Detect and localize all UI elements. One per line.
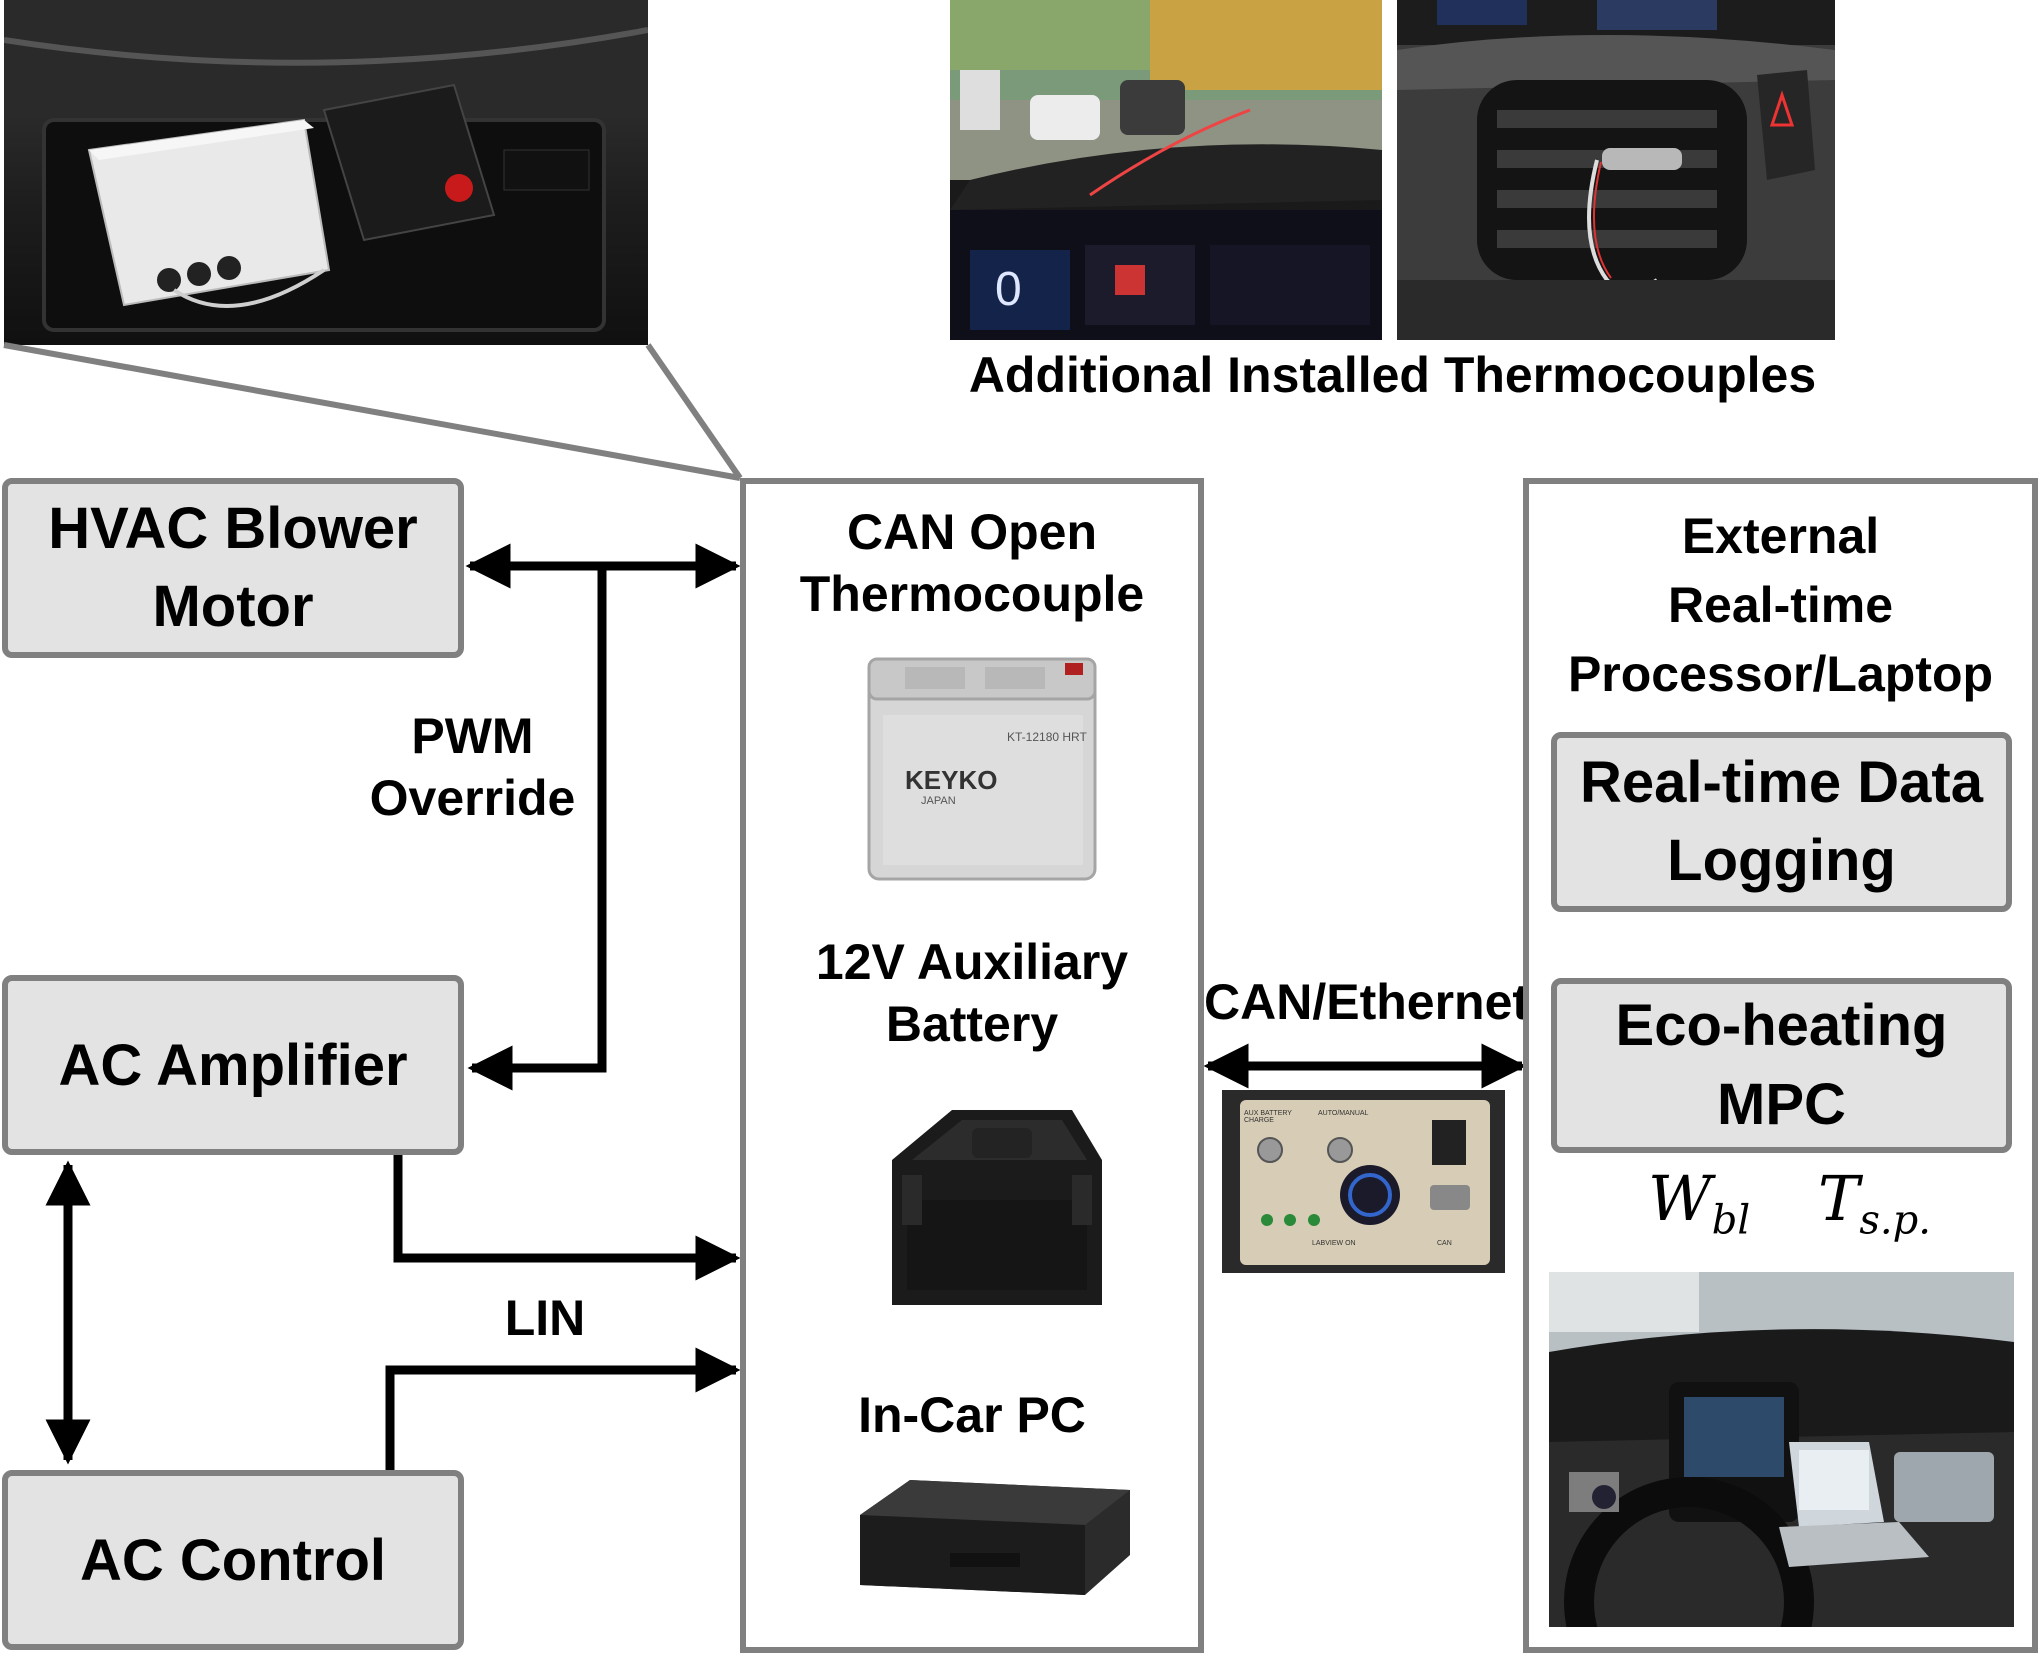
in-car-pc-image xyxy=(850,1475,1135,1600)
in-car-pc-drawing xyxy=(860,1480,1130,1595)
amplifier-panel-arrow xyxy=(393,1155,741,1281)
t-symbol: T xyxy=(1818,1162,1860,1235)
svg-text:0: 0 xyxy=(995,263,1022,316)
laptop-in-car-photo xyxy=(1549,1272,2014,1627)
iface-label-labview-text: LABVIEW ON xyxy=(1312,1240,1356,1247)
battery-model: KT-12180 HRT xyxy=(1007,730,1087,744)
iface-label-aux: AUX BATTERY CHARGE xyxy=(1244,1110,1314,1124)
ac-amplifier-block: AC Amplifier xyxy=(2,975,464,1155)
pwm-label-line2: Override xyxy=(369,769,576,826)
iface-label-aux-text: AUX BATTERY CHARGE xyxy=(1244,1110,1292,1124)
hvac-blower-line1: HVAC Blower xyxy=(48,495,418,561)
external-processor-title: External Real-time Processor/Laptop xyxy=(1529,502,2032,709)
pwm-override-arrow xyxy=(467,566,607,1091)
dashboard-photo-drawing: 0 xyxy=(950,0,1382,340)
can-thermo-line1: CAN Open xyxy=(847,504,1097,560)
iface-label-can: CAN xyxy=(1437,1240,1452,1247)
interface-box-drawing xyxy=(1240,1100,1490,1265)
external-title-line3: Processor/Laptop xyxy=(1567,646,1994,702)
thermocouples-caption: Additional Installed Thermocouples xyxy=(950,345,1835,407)
trunk-installation-photo xyxy=(4,0,648,345)
battery-brand-text: KEYKO xyxy=(905,765,997,796)
hvac-blower-motor-label: HVAC Blower Motor xyxy=(48,490,418,647)
battery-box-drawing xyxy=(892,1110,1102,1305)
battery-sub: JAPAN xyxy=(921,795,956,807)
ac-control-label: AC Control xyxy=(79,1527,387,1593)
eco-mpc-line2: MPC xyxy=(1717,1071,1846,1137)
laptop-photo-drawing xyxy=(1549,1272,2014,1627)
can-thermo-line2: Thermocouple xyxy=(799,565,1145,622)
hvac-blower-motor-block: HVAC Blower Motor xyxy=(2,478,464,658)
iface-label-labview: LABVIEW ON xyxy=(1312,1240,1356,1247)
dashboard-thermocouple-photo: 0 xyxy=(950,0,1382,340)
aux-battery-line1: 12V Auxiliary xyxy=(815,934,1129,990)
battery-sub-text: JAPAN xyxy=(921,795,956,807)
pwm-override-label: PWM Override xyxy=(360,706,585,829)
realtime-logging-line2: Logging xyxy=(1667,828,1896,893)
can-ethernet-label: CAN/Ethernet xyxy=(1204,972,1530,1034)
ac-control-block: AC Control xyxy=(2,1470,464,1650)
vent-photo-drawing xyxy=(1397,0,1835,340)
photo-callout-lines xyxy=(3,342,743,481)
in-car-pc-text: In-Car PC xyxy=(858,1387,1086,1443)
iface-label-auto-text: AUTO/MANUAL xyxy=(1318,1110,1369,1117)
in-car-pc-label: In-Car PC xyxy=(746,1385,1198,1447)
external-title-line2: Real-time xyxy=(1667,577,1894,633)
realtime-logging-label: Real-time Data Logging xyxy=(1580,744,1983,901)
can-thermocouple-label: CAN Open Thermocouple xyxy=(746,502,1198,625)
interface-box-photo: AUX BATTERY CHARGE AUTO/MANUAL LABVIEW O… xyxy=(1222,1090,1505,1273)
realtime-logging-line1: Real-time Data xyxy=(1580,749,1983,815)
thermocouple-module-drawing xyxy=(867,657,1097,881)
hvac-blower-line2: Motor xyxy=(152,574,314,639)
battery-brand: KEYKO xyxy=(905,765,998,795)
lin-label-text: LIN xyxy=(504,1290,586,1346)
aux-battery-line2: Battery xyxy=(885,995,1059,1052)
aux-battery-label: 12V Auxiliary Battery xyxy=(746,932,1198,1055)
pwm-label-line1: PWM xyxy=(411,708,534,764)
iface-label-auto: AUTO/MANUAL xyxy=(1318,1110,1368,1117)
realtime-logging-block: Real-time Data Logging xyxy=(1551,732,2012,912)
battery-box-image xyxy=(872,1090,1112,1315)
w-bl-symbol: Wbl xyxy=(1648,1162,1750,1243)
can-thermocouple-module-image: KEYKO JAPAN KT-12180 HRT xyxy=(865,655,1105,885)
t-sp-symbol: Ts.p. xyxy=(1818,1162,1931,1243)
lin-label: LIN xyxy=(480,1288,610,1350)
battery-model-text: KT-12180 HRT xyxy=(1007,730,1087,744)
vent-thermocouple-photo xyxy=(1397,0,1835,340)
ac-amplifier-label: AC Amplifier xyxy=(58,1032,408,1098)
eco-mpc-line1: Eco-heating xyxy=(1615,993,1948,1059)
external-title-line1: External xyxy=(1681,508,1880,564)
thermocouples-caption-text: Additional Installed Thermocouples xyxy=(968,347,1817,403)
t-subscript: s.p. xyxy=(1859,1197,1931,1244)
eco-heating-mpc-label: Eco-heating MPC xyxy=(1616,987,1948,1144)
lin-arrow xyxy=(385,1347,741,1470)
w-symbol: W xyxy=(1648,1162,1712,1235)
can-ethernet-text: CAN/Ethernet xyxy=(1204,974,1530,1030)
eco-heating-mpc-block: Eco-heating MPC xyxy=(1551,978,2012,1153)
trunk-photo-drawing xyxy=(4,0,648,332)
iface-label-can-text: CAN xyxy=(1437,1240,1452,1247)
w-subscript: bl xyxy=(1711,1197,1751,1244)
